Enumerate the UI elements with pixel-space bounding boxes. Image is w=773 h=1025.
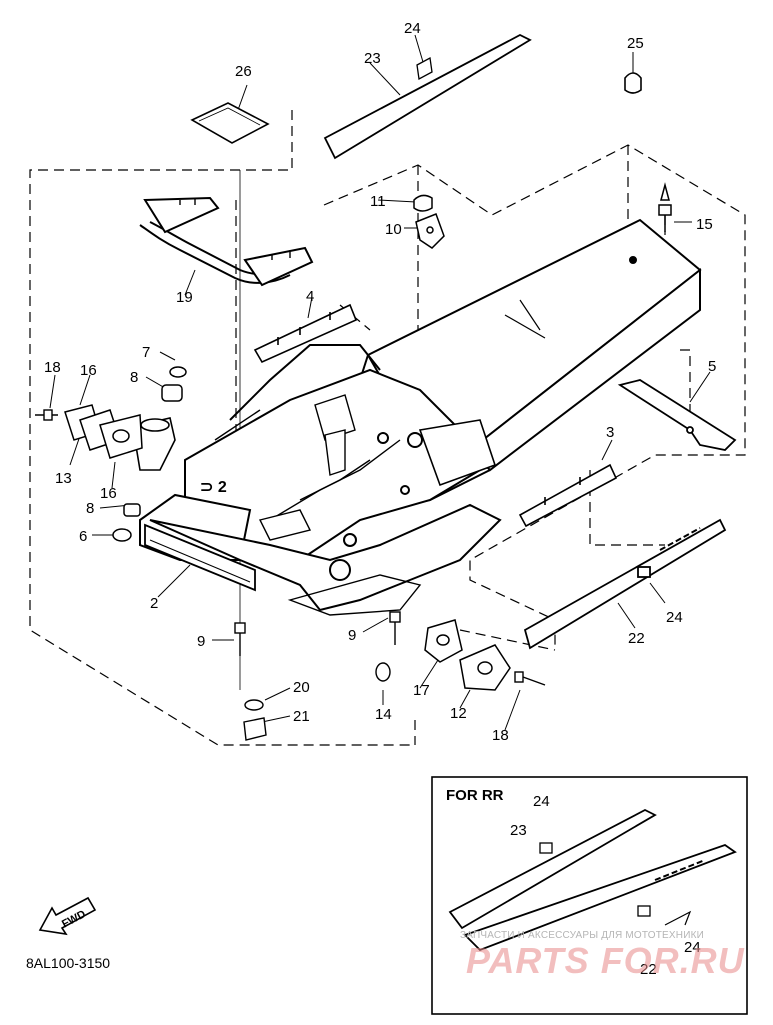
part-17-plate <box>424 619 463 663</box>
part-18-bolt-left <box>35 409 58 421</box>
callout-26: 26 <box>235 63 252 80</box>
callout-24: 24 <box>684 939 701 956</box>
callout-23: 23 <box>510 822 527 839</box>
watermark-logo: PARTS FOR.RU <box>466 940 745 981</box>
part-7-bushing <box>169 366 187 378</box>
watermark-tagline: ЗАПЧАСТИ И АКСЕССУАРЫ ДЛЯ МОТОТЕХНИКИ <box>460 930 705 941</box>
part-19-grab-bar <box>139 196 314 287</box>
callout-16: 16 <box>100 485 117 502</box>
callout-18: 18 <box>44 359 61 376</box>
part-9-bolt-right <box>389 611 401 645</box>
part-14-bushing <box>375 662 391 682</box>
callout-5: 5 <box>708 358 716 375</box>
part-4-bracket <box>253 303 358 364</box>
callout-19: 19 <box>176 289 193 306</box>
callout-12: 12 <box>450 705 467 722</box>
part-9-bolt-left <box>234 622 246 656</box>
part-18-bolt-right <box>514 671 546 686</box>
callout-23: 23 <box>364 50 381 67</box>
part-10-bracket <box>415 213 445 249</box>
part-24-clip-upper <box>416 56 433 81</box>
callout-9: 9 <box>197 633 205 650</box>
callout-8: 8 <box>86 500 94 517</box>
part-21-nut <box>243 717 267 741</box>
chassis-frame: ⊃ 2 <box>139 344 502 616</box>
part-6-bushing <box>112 528 132 542</box>
callout-17: 17 <box>413 682 430 699</box>
part-15-pin <box>658 182 672 232</box>
callout-16: 16 <box>80 362 97 379</box>
callout-4: 4 <box>306 288 314 305</box>
figure-code: 8AL100-3150 <box>26 955 110 971</box>
part-8-collar-lower <box>123 503 141 517</box>
part-26-label-plate <box>190 102 270 144</box>
callout-6: 6 <box>79 528 87 545</box>
callout-25: 25 <box>627 35 644 52</box>
fwd-arrow-icon: FWD <box>38 896 97 936</box>
part-2-cross-member <box>144 523 256 592</box>
callout-11: 11 <box>370 193 386 210</box>
callout-15: 15 <box>696 216 713 233</box>
callout-24: 24 <box>404 20 421 37</box>
callout-14: 14 <box>375 706 392 723</box>
part-23-side-cover <box>323 33 532 160</box>
part-12-plate <box>459 644 511 691</box>
part-5-rail <box>617 379 737 451</box>
callout-24: 24 <box>666 609 683 626</box>
callout-21: 21 <box>293 708 310 725</box>
callout-2: 2 <box>150 595 158 612</box>
callout-8: 8 <box>130 369 138 386</box>
part-3-bracket <box>518 463 618 528</box>
callout-labels: 26 24 23 25 11 10 15 19 4 7 8 18 16 13 1… <box>44 20 716 978</box>
part-8-collar-upper <box>161 384 183 402</box>
callout-22: 22 <box>640 961 657 978</box>
callout-7: 7 <box>142 344 150 361</box>
frame-marking: ⊃ 2 <box>200 479 227 496</box>
callout-9: 9 <box>348 627 356 644</box>
callout-10: 10 <box>385 221 402 238</box>
inset-title: FOR RR <box>446 787 504 804</box>
callout-24: 24 <box>533 793 550 810</box>
part-16-gasket <box>79 409 143 459</box>
callout-22: 22 <box>628 630 645 647</box>
callout-3: 3 <box>606 424 614 441</box>
part-20-washer <box>244 699 264 711</box>
assembly-boundary <box>29 110 746 746</box>
part-22-side-cover <box>523 518 727 650</box>
inset-for-rr <box>431 776 748 1015</box>
callout-18: 18 <box>492 727 509 744</box>
part-25-cap <box>624 72 642 94</box>
callout-20: 20 <box>293 679 310 696</box>
part-11-nut <box>413 194 433 212</box>
callout-13: 13 <box>55 470 72 487</box>
